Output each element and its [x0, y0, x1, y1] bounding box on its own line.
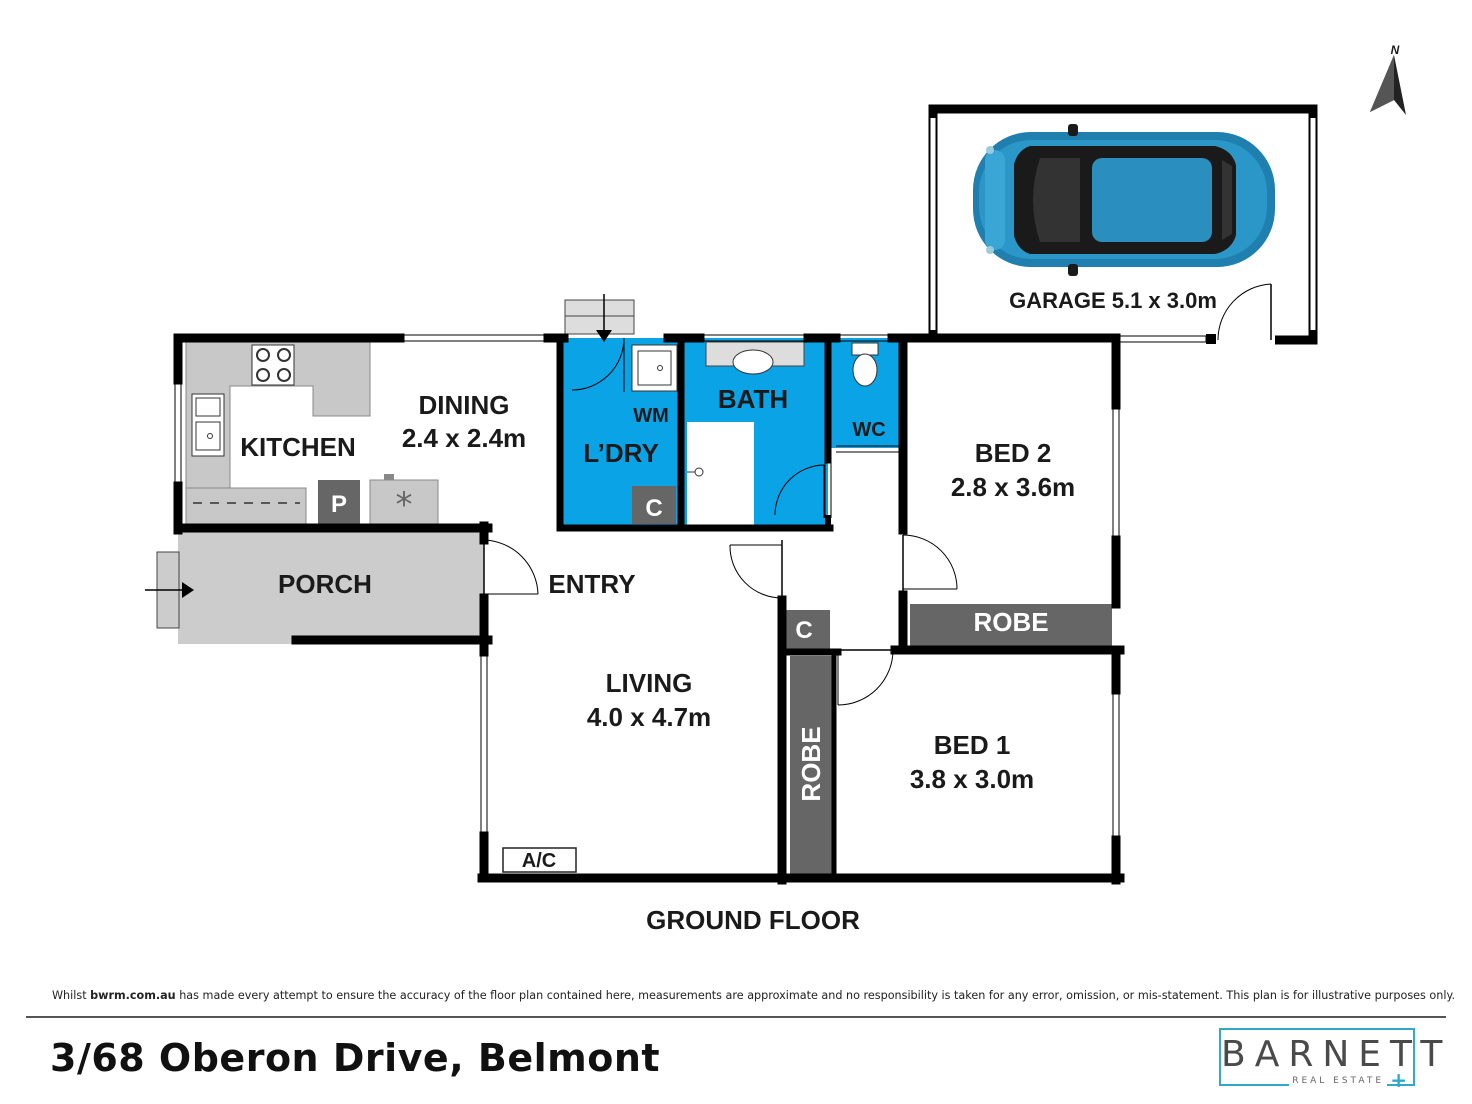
- windows: [174, 334, 1120, 840]
- disclaimer-prefix: Whilst: [52, 989, 91, 1002]
- entry-label: ENTRY: [548, 569, 635, 599]
- brand-subtitle: REAL ESTATE: [1289, 1076, 1387, 1086]
- bed1-size: 3.8 x 3.0m: [910, 764, 1034, 794]
- laundry-tub-icon: [631, 344, 678, 392]
- appliance-icon: *: [384, 474, 413, 525]
- porch-label: PORCH: [278, 569, 372, 599]
- doors: [483, 534, 958, 706]
- robe1-label: ROBE: [796, 726, 826, 801]
- dining-size: 2.4 x 2.4m: [402, 423, 526, 453]
- brand-name: BARNETT: [1221, 1034, 1452, 1075]
- cooktop-icon: [251, 344, 295, 386]
- kitchen-sink-icon: [191, 393, 225, 457]
- laundry-label: L’DRY: [583, 438, 659, 468]
- laundry-wm-label: WM: [633, 405, 669, 427]
- compass-label: N: [1391, 43, 1400, 57]
- living-label: LIVING: [606, 668, 693, 698]
- shower-outlet-icon: [694, 467, 704, 477]
- pantry-label: P: [331, 491, 347, 518]
- robe2-label: ROBE: [973, 607, 1048, 637]
- disclaimer: Whilst bwrm.com.au has made every attemp…: [52, 989, 1455, 1002]
- porch-floor: [178, 530, 484, 644]
- footer-divider: [26, 1016, 1446, 1018]
- brand-logo: BARNETT REAL ESTATE +: [1219, 1028, 1452, 1092]
- disclaimer-site: bwrm.com.au: [90, 989, 176, 1002]
- duct: [564, 299, 635, 335]
- laundry-cupboard-label: C: [645, 495, 662, 522]
- kitchen-label: KITCHEN: [240, 432, 356, 462]
- robe-bed2: [910, 604, 1112, 646]
- bed2-size: 2.8 x 3.6m: [951, 472, 1075, 502]
- wc-label: WC: [852, 419, 885, 441]
- brand-plus-icon: +: [1390, 1068, 1407, 1092]
- robe-bed1: [790, 656, 832, 874]
- garage-label: GARAGE 5.1 x 3.0m: [1009, 288, 1217, 313]
- ac-unit: [502, 847, 577, 873]
- north-arrow-icon: N: [1370, 43, 1406, 115]
- car-icon: [973, 124, 1275, 276]
- pantry: [318, 480, 360, 524]
- hall-cupboard: [786, 610, 830, 650]
- living-size: 4.0 x 4.7m: [587, 702, 711, 732]
- floor-label: GROUND FLOOR: [646, 905, 860, 935]
- bed1-label: BED 1: [934, 730, 1011, 760]
- floor-plan: GARAGE 5.1 x 3.0m N P *: [145, 43, 1406, 935]
- bath-label: BATH: [718, 384, 788, 414]
- property-address: 3/68 Oberon Drive, Belmont: [50, 1036, 661, 1080]
- walls: [173, 333, 1125, 885]
- vanity-basin-icon: [705, 341, 805, 375]
- disclaimer-text: has made every attempt to ensure the acc…: [175, 989, 1456, 1002]
- ac-label: A/C: [522, 850, 556, 872]
- toilet-icon: [851, 342, 879, 387]
- svg-text:*: *: [396, 485, 413, 525]
- bed2-label: BED 2: [975, 438, 1052, 468]
- laundry-cupboard: [632, 486, 676, 524]
- hall-cupboard-label: C: [795, 617, 812, 644]
- dining-label: DINING: [419, 390, 510, 420]
- kitchen-benches: [185, 341, 439, 525]
